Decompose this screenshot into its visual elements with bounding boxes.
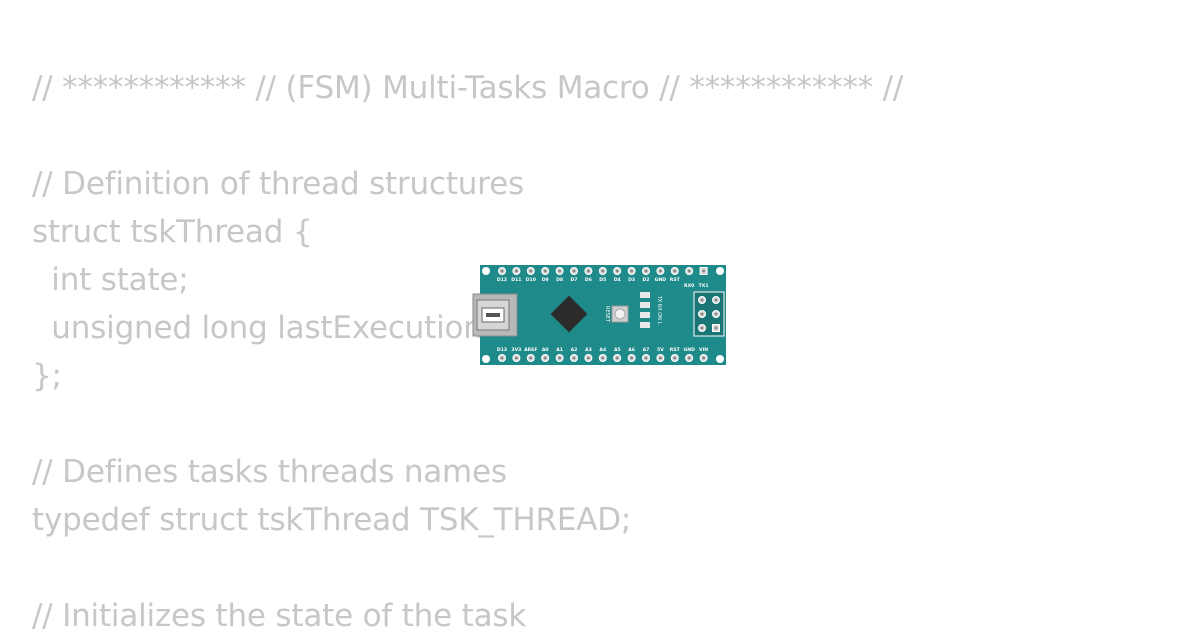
pin-label-top: D8 — [556, 277, 563, 283]
pcb — [480, 265, 726, 365]
pin-top-gnd-hole — [658, 269, 662, 273]
pin-label-bottom: GND — [683, 347, 695, 353]
pin-label-top: D4 — [614, 277, 621, 283]
pin-label-top: D3 — [628, 277, 635, 283]
icsp-pin-hole — [714, 326, 718, 330]
pin-top-d6-hole — [586, 269, 590, 273]
pin-top-d7-hole — [572, 269, 576, 273]
pin-label-top: D9 — [542, 277, 549, 283]
pin-bottom-gnd-hole — [687, 356, 691, 360]
icsp-pin-hole — [700, 298, 704, 302]
code-line-7: }; — [32, 358, 62, 394]
pin-label-bottom: A4 — [599, 347, 606, 353]
pin-top-d9-hole — [543, 269, 547, 273]
pin-label-bottom: A2 — [571, 347, 578, 353]
pin-label-top: D2 — [642, 277, 649, 283]
pin-bottom-aref-hole — [529, 356, 533, 360]
pin-bottom-a6-hole — [630, 356, 634, 360]
pin-label-bottom: RST — [670, 347, 681, 353]
pin-label-bottom: 5V — [657, 347, 664, 353]
pin-label-serial: TX1 — [699, 283, 709, 289]
code-line-3: // Definition of thread structures — [32, 166, 524, 202]
pin-label-top: D10 — [526, 277, 536, 283]
pin-label-bottom: A6 — [628, 347, 635, 353]
mount-hole — [482, 267, 490, 275]
pin-top-d11-hole — [514, 269, 518, 273]
microcontroller-chip — [550, 295, 588, 333]
arduino-nano-graphic: RESET TX RX ON L D12 D11 D10 D9 D8 D7 D6 D5 D4 D3… — [472, 265, 726, 365]
pin-label-bottom: D13 — [497, 347, 507, 353]
pin-top-d5-hole — [601, 269, 605, 273]
code-line-1: // ************ // (FSM) Multi-Tasks Mac… — [32, 70, 904, 106]
pin-bottom-3v3-hole — [514, 356, 518, 360]
code-line-4: struct tskThread { — [32, 214, 313, 250]
pin-top-d8-hole — [558, 269, 562, 273]
pin-label-top: RST — [670, 277, 681, 283]
pin-bottom-rst-hole — [673, 356, 677, 360]
icsp-pin-hole — [700, 312, 704, 316]
usb-connector — [472, 293, 518, 337]
icsp-pin-hole — [714, 312, 718, 316]
pin-top-d12-hole — [500, 269, 504, 273]
pin-bottom-vin-hole — [702, 356, 706, 360]
pin-bottom-5v-hole — [658, 356, 662, 360]
pin-top-d4-hole — [615, 269, 619, 273]
mount-hole — [716, 355, 724, 363]
pin-bottom-a3-hole — [586, 356, 590, 360]
code-line-9: // Defines tasks threads names — [32, 454, 507, 490]
pin-label-bottom: 3V3 — [511, 347, 521, 353]
pin-label-top: GND — [655, 277, 667, 283]
icsp-pin-hole — [714, 298, 718, 302]
pin-label-bottom: A3 — [585, 347, 592, 353]
pin-label-serial: RX0 — [684, 283, 694, 289]
pin-label-top: D6 — [585, 277, 592, 283]
pin-label-bottom: A7 — [643, 347, 650, 353]
pin-top-d3-hole — [630, 269, 634, 273]
code-line-12: // Initializes the state of the task — [32, 598, 527, 634]
pin-top-rst-hole — [673, 269, 677, 273]
pin-bottom-a2-hole — [572, 356, 576, 360]
pin-label-bottom: AREF — [524, 347, 537, 353]
arduino-nano-board[interactable]: RESET TX RX ON L D12 D11 D10 D9 D8 D7 D6 D5 D4 D3… — [472, 264, 727, 366]
pin-label-top: D5 — [599, 277, 606, 283]
reset-label: RESET — [604, 306, 610, 323]
code-line-5: int state; — [32, 262, 189, 298]
pin-label-top: D12 — [497, 277, 507, 283]
pin-bottom-d13-hole — [500, 356, 504, 360]
pin-serial-tx1-hole — [702, 269, 706, 273]
pin-bottom-a4-hole — [601, 356, 605, 360]
pin-bottom-a0-hole — [543, 356, 547, 360]
pin-bottom-a7-hole — [644, 356, 648, 360]
code-line-6: unsigned long lastExecution; — [32, 310, 493, 346]
pin-label-top: D11 — [511, 277, 521, 283]
pin-label-bottom: A1 — [556, 347, 563, 353]
pin-label-bottom: A5 — [614, 347, 621, 353]
icsp-pin-hole — [700, 326, 704, 330]
pin-bottom-a1-hole — [558, 356, 562, 360]
pin-bottom-a5-hole — [615, 356, 619, 360]
pin-top-d10-hole — [529, 269, 533, 273]
reset-button[interactable] — [611, 305, 629, 323]
mount-hole — [482, 355, 490, 363]
code-line-10: typedef struct tskThread TSK_THREAD; — [32, 502, 632, 538]
pin-label-top: D7 — [570, 277, 577, 283]
pin-label-bottom: A0 — [542, 347, 549, 353]
pin-top-d2-hole — [644, 269, 648, 273]
pin-serial-rx0-hole — [687, 269, 691, 273]
mount-hole — [716, 267, 724, 275]
pin-label-bottom: VIN — [699, 347, 708, 353]
status-leds — [640, 292, 650, 328]
led-labels: TX RX ON L — [656, 295, 662, 325]
